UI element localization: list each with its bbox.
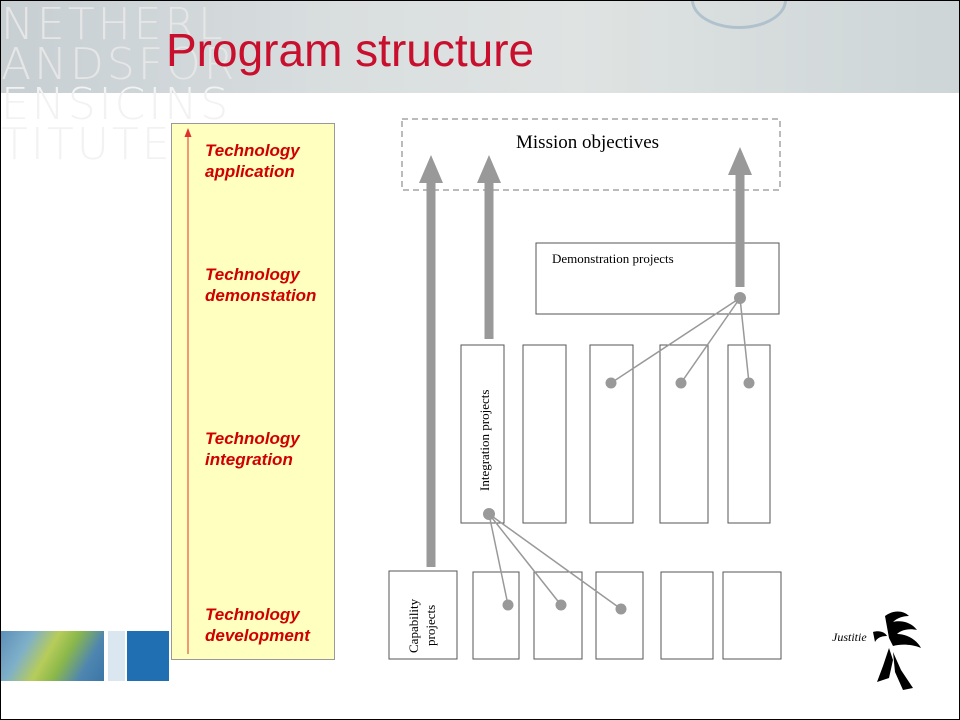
demonstration-projects-label: Demonstration projects: [552, 251, 674, 266]
capability-project-box-4: [595, 571, 644, 660]
stage-integration: Technology integration: [205, 428, 300, 470]
mission-objectives-box: [401, 118, 781, 191]
stage-demonstration: Technology demonstation: [205, 264, 316, 306]
watermark-line-4: TITUTE: [1, 119, 173, 170]
capability-project-box-6: [722, 571, 782, 660]
integration-nodes: [483, 508, 627, 615]
justitie-figure-icon: [873, 611, 921, 690]
stage-development: Technology development: [205, 604, 310, 646]
stage-demonstration-line2: demonstation: [205, 286, 317, 305]
stage-integration-line1: Technology: [205, 429, 300, 448]
integration-to-mission-arrowhead: [477, 155, 501, 183]
capability-projects-box: [388, 570, 458, 660]
integration-project-box-2: [522, 344, 567, 524]
technology-stages-panel: Technology application Technology demons…: [171, 123, 335, 660]
watermark-line-3: ENSICINS: [1, 79, 232, 130]
mission-objectives-label: Mission objectives: [516, 132, 659, 153]
stage-development-line1: Technology: [205, 605, 300, 624]
stage-application-line2: application: [205, 162, 295, 181]
stage-application: Technology application: [205, 140, 300, 182]
institute-watermark: NETHERL ANDSFOR ENSICINS TITUTE: [1, 0, 301, 170]
justitie-logo-text: Justitie: [832, 630, 867, 644]
integration-project-box-4: [659, 344, 709, 524]
integration-project-box-3: [589, 344, 634, 524]
brand-stripe-gradient: [1, 631, 104, 681]
capability-label-line2: projects: [423, 605, 438, 646]
watermark-line-1: NETHERL: [1, 0, 226, 50]
stage-application-line1: Technology: [205, 141, 300, 160]
integration-project-box-5: [727, 344, 771, 524]
demonstration-nodes: [605, 292, 755, 389]
stage-integration-line2: integration: [205, 450, 293, 469]
brand-stripe-light: [108, 631, 125, 681]
stage-demonstration-line1: Technology: [205, 265, 300, 284]
integration-project-box-1: [460, 344, 505, 524]
watermark-line-2: ANDSFOR: [1, 39, 238, 90]
brand-stripes: [1, 631, 169, 681]
demonstration-to-mission-arrowhead: [728, 147, 752, 175]
capability-project-box-3: [533, 571, 583, 660]
integration-projects-label: Integration projects: [477, 390, 492, 491]
capability-project-box-5: [660, 571, 714, 660]
stage-development-line2: development: [205, 626, 310, 645]
slide-title: Program structure: [166, 24, 535, 76]
demonstration-connectors: [610, 297, 750, 384]
capability-label-line1: Capability: [406, 598, 421, 653]
header-banner: [1, 1, 959, 93]
capability-to-mission-arrowhead: [419, 155, 443, 183]
progression-arrows: [419, 147, 752, 567]
integration-connectors: [488, 513, 622, 610]
brand-stripe-blue: [127, 631, 169, 681]
capability-project-box-2: [472, 571, 520, 660]
stages-arrow: [184, 128, 192, 654]
